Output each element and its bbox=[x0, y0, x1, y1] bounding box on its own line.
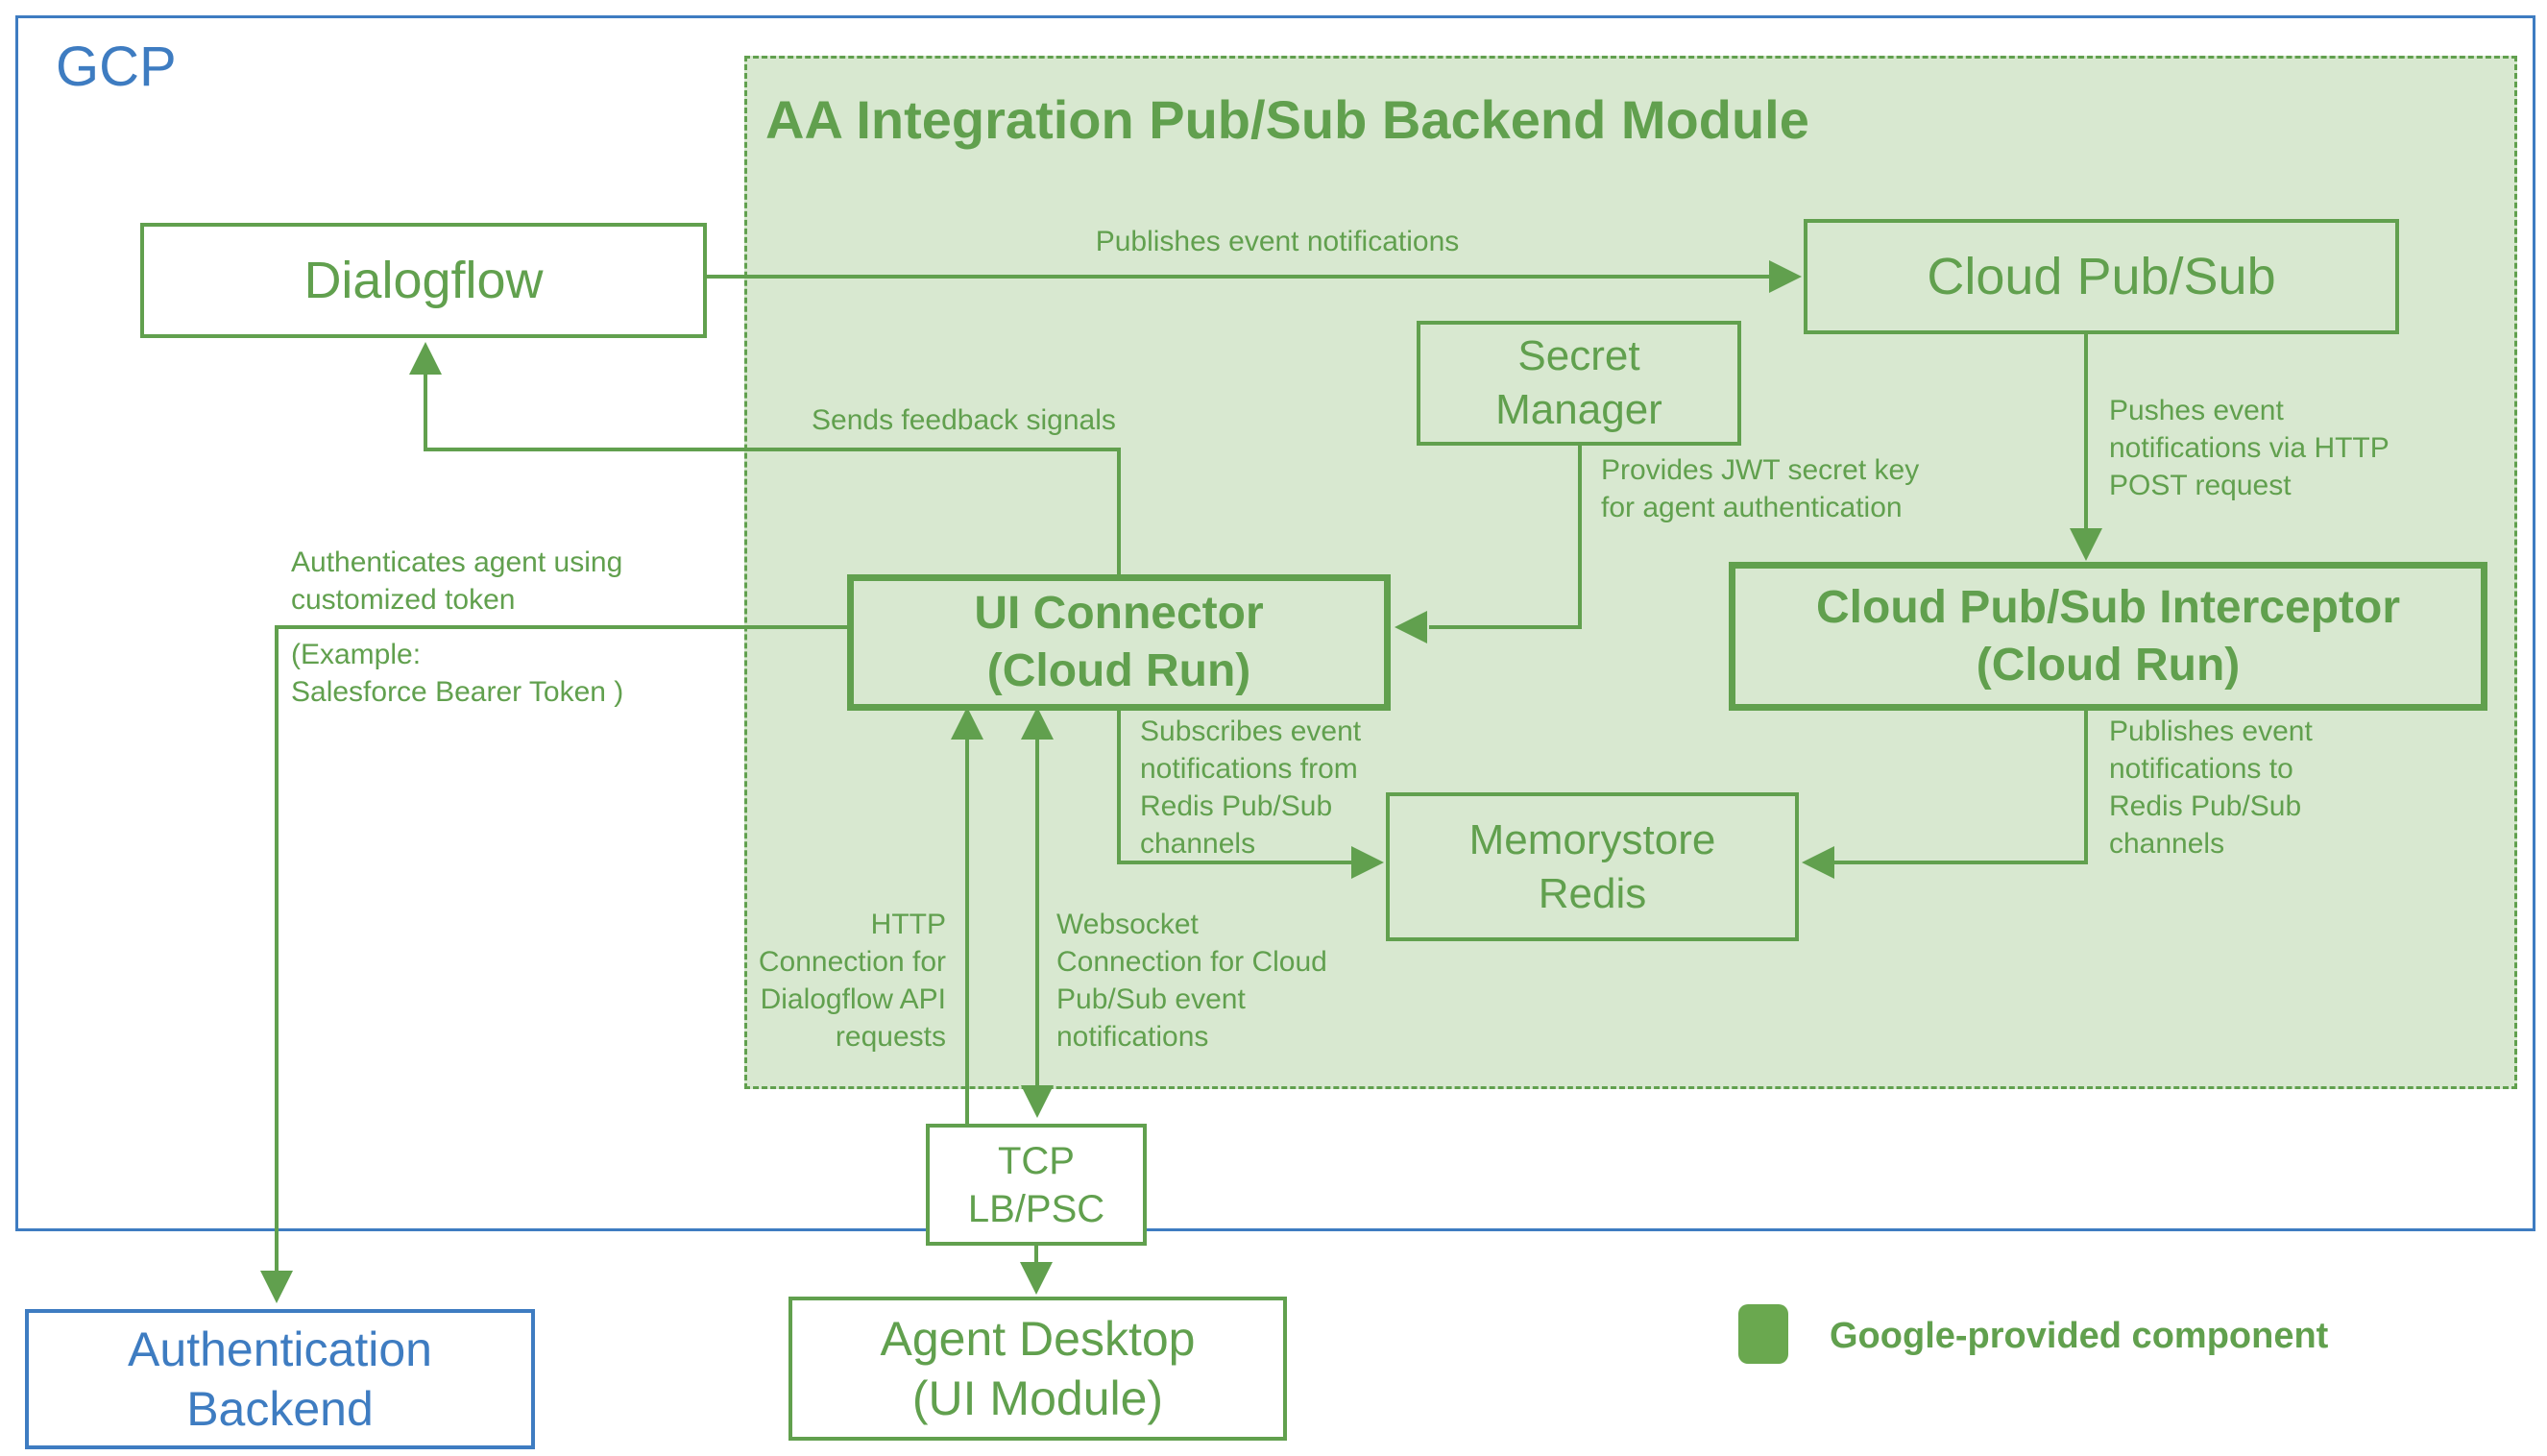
arrowhead-into-uiconnector-right bbox=[1395, 611, 1427, 643]
edge-label-publishes-to-redis: Publishes event notifications to Redis P… bbox=[2109, 716, 2313, 860]
edge-label-pushes-event: Pushes event notifications via HTTP POST… bbox=[2109, 395, 2389, 501]
edge-label-websocket-connection: Websocket Connection for Cloud Pub/Sub e… bbox=[1056, 909, 1327, 1053]
legend-label: Google-provided component bbox=[1830, 1316, 2329, 1356]
node-cloud-pubsub: Cloud Pub/Sub bbox=[1804, 219, 2399, 334]
arrowhead-websocket-into-tcp bbox=[1021, 1085, 1054, 1118]
edge-secretmanager-uiconnector-h bbox=[1429, 625, 1582, 629]
edge-pubsub-interceptor bbox=[2084, 334, 2088, 531]
edge-feedback-stub bbox=[1117, 448, 1121, 576]
arrowhead-websocket-into-uiconnector bbox=[1021, 707, 1054, 740]
edge-interceptor-memorystore-h bbox=[1830, 861, 2088, 864]
edge-http-line bbox=[965, 738, 969, 1124]
node-agent-desktop: Agent Desktop (UI Module) bbox=[788, 1297, 1287, 1441]
module-title: AA Integration Pub/Sub Backend Module bbox=[765, 89, 1809, 150]
arrowhead-into-agent-desktop bbox=[1020, 1262, 1053, 1295]
edge-feedback-v bbox=[424, 373, 427, 449]
node-dialogflow: Dialogflow bbox=[140, 223, 707, 338]
gcp-boundary bbox=[15, 15, 2535, 1231]
node-ui-connector: UI Connector (Cloud Run) bbox=[847, 574, 1391, 711]
node-secret-manager: Secret Manager bbox=[1417, 321, 1741, 446]
arrowhead-http-into-uiconnector bbox=[951, 707, 983, 740]
edge-uiconnector-memorystore-v bbox=[1117, 711, 1121, 864]
edge-auth-v bbox=[275, 625, 279, 1273]
node-tcp-lb: TCP LB/PSC bbox=[926, 1124, 1147, 1246]
arrowhead-into-auth-backend bbox=[260, 1271, 293, 1303]
edge-auth-h bbox=[277, 625, 851, 629]
edge-label-authenticates-example: (Example: Salesforce Bearer Token ) bbox=[291, 639, 624, 708]
node-auth-backend: Authentication Backend bbox=[25, 1309, 535, 1449]
edge-websocket-line bbox=[1035, 738, 1039, 1087]
arrowhead-into-cloud-pubsub bbox=[1769, 260, 1802, 293]
arrowhead-into-memorystore-right bbox=[1802, 846, 1834, 879]
node-memorystore: Memorystore Redis bbox=[1386, 792, 1799, 941]
edge-dialogflow-pubsub bbox=[707, 275, 1775, 279]
edge-label-http-connection: HTTP Connection for Dialogflow API reque… bbox=[758, 909, 946, 1053]
arrowhead-into-dialogflow bbox=[409, 342, 442, 375]
edge-secretmanager-uiconnector-v bbox=[1578, 445, 1582, 629]
edge-feedback-h bbox=[424, 448, 1121, 451]
edge-label-publishes-event: Publishes event notifications bbox=[1095, 226, 1460, 257]
edge-label-subscribes: Subscribes event notifications from Redi… bbox=[1140, 716, 1362, 860]
edge-tcp-agentdesktop bbox=[1034, 1246, 1038, 1269]
edge-label-authenticates: Authenticates agent using customized tok… bbox=[291, 546, 623, 616]
edge-uiconnector-memorystore-h bbox=[1117, 861, 1353, 864]
node-interceptor: Cloud Pub/Sub Interceptor (Cloud Run) bbox=[1729, 562, 2487, 711]
edge-label-sends-feedback: Sends feedback signals bbox=[812, 404, 1116, 436]
arrowhead-into-interceptor bbox=[2070, 528, 2102, 561]
gcp-label: GCP bbox=[56, 36, 177, 98]
edge-interceptor-memorystore-v bbox=[2084, 711, 2088, 864]
arrowhead-into-memorystore-left bbox=[1351, 846, 1384, 879]
edge-label-provides-jwt: Provides JWT secret key for agent authen… bbox=[1601, 454, 1920, 523]
legend-google-component-swatch bbox=[1738, 1304, 1788, 1364]
